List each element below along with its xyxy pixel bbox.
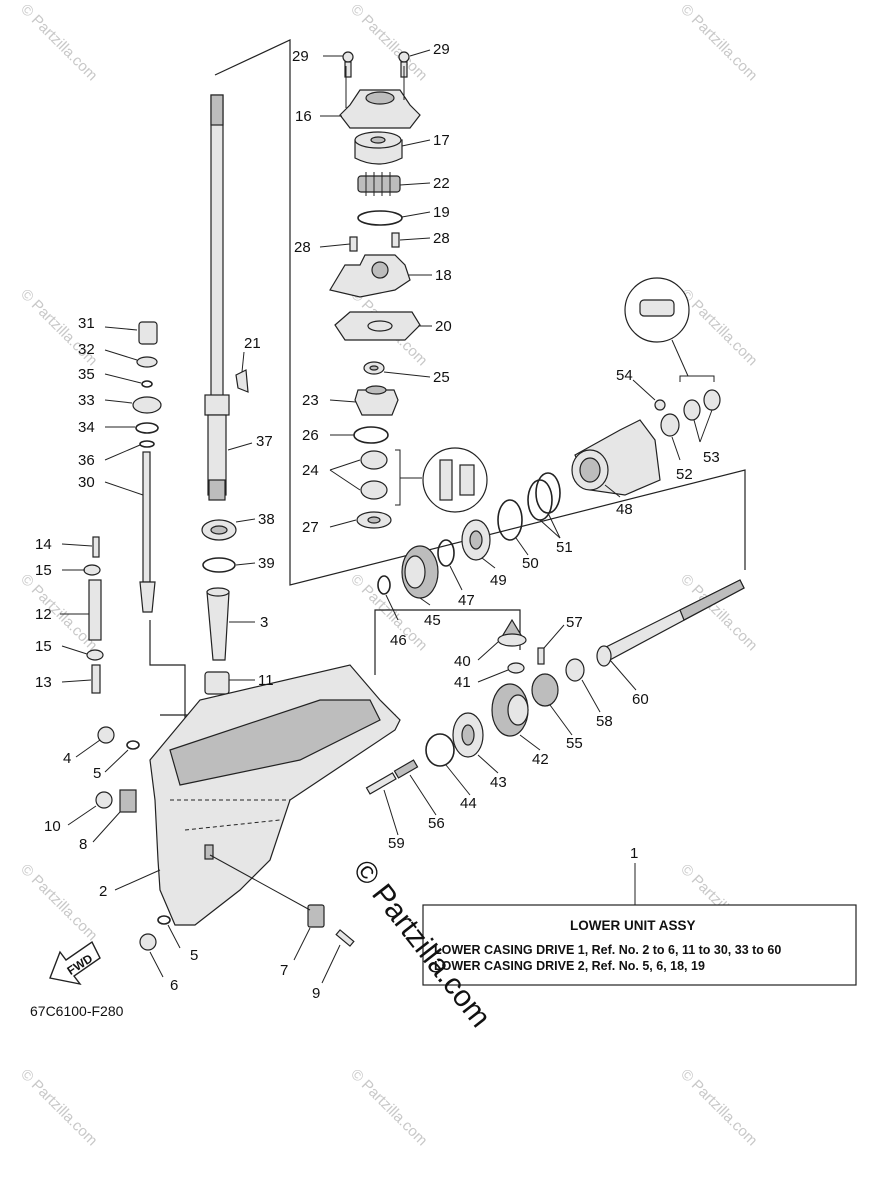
callout-4: 4: [63, 750, 71, 767]
watermark: © Partzilla.com: [677, 1, 760, 84]
callout-24: 24: [302, 462, 319, 479]
propeller-shaft-housing: [571, 277, 721, 496]
callout-29: 29: [433, 41, 450, 58]
callout-37: 37: [256, 433, 273, 450]
callout-31: 31: [78, 315, 95, 332]
callout-52: 52: [676, 466, 693, 483]
callout-43: 43: [490, 774, 507, 791]
callout-53: 53: [703, 449, 720, 466]
callout-numbers: 29 29 16 17 22 19 28 28 18 20 21 25 23 2…: [35, 41, 720, 1002]
fwd-arrow: FWD: [49, 940, 101, 986]
callout-16: 16: [295, 108, 312, 125]
callout-32: 32: [78, 341, 95, 358]
callout-6: 6: [170, 977, 178, 994]
callout-27: 27: [302, 519, 319, 536]
callout-18: 18: [435, 267, 452, 284]
callout-12: 12: [35, 606, 52, 623]
legend-line-2: LOWER CASING DRIVE 2, Ref. No. 5, 6, 18,…: [434, 959, 705, 973]
callout-15: 15: [35, 638, 52, 655]
callout-5: 5: [93, 765, 101, 782]
callout-8: 8: [79, 836, 87, 853]
callout-17: 17: [433, 132, 450, 149]
callout-47: 47: [458, 592, 475, 609]
legend-line-1: LOWER CASING DRIVE 1, Ref. No. 2 to 6, 1…: [434, 943, 781, 957]
callout-35: 35: [78, 366, 95, 383]
callout-10: 10: [44, 818, 61, 835]
callout-33: 33: [78, 392, 95, 409]
legend-title: LOWER UNIT ASSY: [570, 918, 696, 933]
callout-2: 2: [99, 883, 107, 900]
callout-38: 38: [258, 511, 275, 528]
callout-14: 14: [35, 536, 52, 553]
callout-30: 30: [78, 474, 95, 491]
callout-9: 9: [312, 985, 320, 1002]
callout-46: 46: [390, 632, 407, 649]
driveshaft-bearing-parts: [201, 519, 237, 695]
callout-40: 40: [454, 653, 471, 670]
callout-42: 42: [532, 751, 549, 768]
callout-44: 44: [460, 795, 477, 812]
screw-icon: [342, 51, 354, 78]
callout-22: 22: [433, 175, 450, 192]
watermark: © Partzilla.com: [347, 1066, 430, 1149]
water-pump-parts: [329, 51, 488, 529]
callout-7: 7: [280, 962, 288, 979]
callout-59: 59: [388, 835, 405, 852]
callout-15: 15: [35, 562, 52, 579]
pinion-gear-icon: [497, 618, 527, 647]
callout-13: 13: [35, 674, 52, 691]
watermark: © Partzilla.com: [677, 1066, 760, 1149]
callout-11: 11: [258, 672, 274, 689]
callout-21: 21: [244, 335, 261, 352]
callout-57: 57: [566, 614, 583, 631]
callout-5: 5: [190, 947, 198, 964]
callout-39: 39: [258, 555, 275, 572]
callout-29: 29: [292, 48, 309, 65]
callout-1: 1: [630, 845, 638, 862]
watermark: © Partzilla.com: [17, 571, 100, 654]
watermark: © Partzilla.com: [17, 861, 100, 944]
callout-25: 25: [433, 369, 450, 386]
callout-54: 54: [616, 367, 633, 384]
callout-36: 36: [78, 452, 95, 469]
leader-lines: [60, 49, 713, 984]
legend-box: 1 LOWER UNIT ASSY LOWER CASING DRIVE 1, …: [422, 845, 857, 986]
lower-casing: [95, 664, 401, 951]
figure-code: 67C6100-F280: [30, 1003, 124, 1019]
callout-28: 28: [433, 230, 450, 247]
gear-train-parts: [365, 472, 745, 795]
callout-60: 60: [632, 691, 649, 708]
callout-19: 19: [433, 204, 450, 221]
callout-58: 58: [596, 713, 613, 730]
callout-26: 26: [302, 427, 319, 444]
impeller-icon: [357, 172, 401, 196]
watermark: © Partzilla.com: [17, 1, 100, 84]
callout-23: 23: [302, 392, 319, 409]
watermark: © Partzilla.com: [347, 1, 430, 84]
callout-55: 55: [566, 735, 583, 752]
callout-3: 3: [260, 614, 268, 631]
callout-50: 50: [522, 555, 539, 572]
callout-45: 45: [424, 612, 441, 629]
shift-rod-parts: [83, 321, 162, 694]
callout-28: 28: [294, 239, 311, 256]
callout-49: 49: [490, 572, 507, 589]
callout-51: 51: [556, 539, 573, 556]
watermark: © Partzilla.com: [17, 1066, 100, 1149]
callout-20: 20: [435, 318, 452, 335]
callout-48: 48: [616, 501, 633, 518]
drive-shaft: [204, 94, 249, 501]
callout-34: 34: [78, 419, 95, 436]
callout-56: 56: [428, 815, 445, 832]
bevel-gear-icon: [401, 545, 439, 599]
callout-41: 41: [454, 674, 471, 691]
watermark: © Partzilla.com: [677, 286, 760, 369]
